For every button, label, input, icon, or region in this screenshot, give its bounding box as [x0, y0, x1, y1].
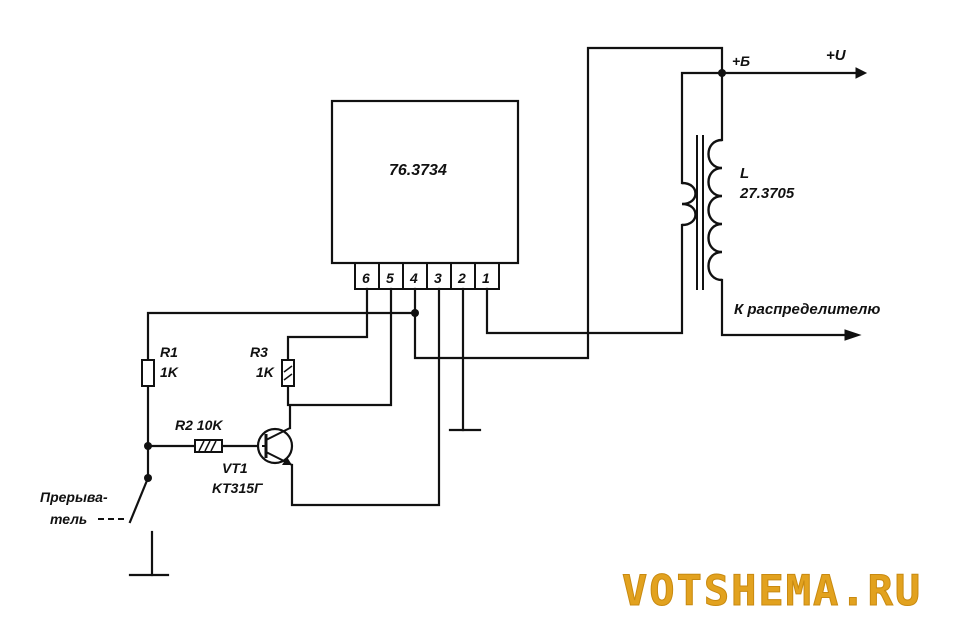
breaker-label-2: тель	[50, 511, 87, 527]
vt1-name: VT1	[222, 460, 248, 476]
resistor-r2-hatch	[198, 440, 217, 452]
distributor-label: К распределителю	[734, 301, 880, 318]
coil-primary	[681, 181, 697, 227]
r3-value: 1K	[256, 364, 275, 380]
transistor-vt1	[256, 427, 294, 466]
pin-5: 5	[386, 270, 394, 286]
wires	[128, 46, 857, 577]
voltage-arrow-icon	[855, 67, 868, 79]
module-box	[330, 99, 520, 265]
breaker-label-1: Прерыва-	[40, 489, 108, 505]
watermark: VOTSHEMA.RU	[621, 566, 923, 616]
pin-3: 3	[434, 270, 442, 286]
distributor-arrow-icon	[844, 329, 862, 341]
module-label: 76.3734	[389, 162, 447, 179]
coil-label: L	[740, 165, 749, 182]
coil-part-label: 27.3705	[739, 185, 795, 202]
resistor-r3-hatch	[283, 365, 293, 381]
r1-value: 1K	[160, 364, 179, 380]
coil-secondary	[707, 138, 723, 282]
resistor-r1	[141, 359, 155, 387]
r1-name: R1	[160, 344, 178, 360]
supply-label: +Б	[732, 53, 750, 69]
pin-4: 4	[409, 270, 418, 286]
r2-label: R2 10K	[175, 417, 223, 433]
vt1-part: KT315Г	[212, 480, 264, 496]
pin-6: 6	[362, 270, 370, 286]
pin-1: 1	[482, 270, 490, 286]
pin-2: 2	[457, 270, 466, 286]
r3-name: R3	[250, 344, 268, 360]
resistor-r3	[281, 359, 295, 387]
voltage-label: +U	[826, 47, 847, 64]
module-pins: 6 5 4 3 2 1	[354, 262, 500, 290]
junction-dots	[144, 69, 726, 482]
